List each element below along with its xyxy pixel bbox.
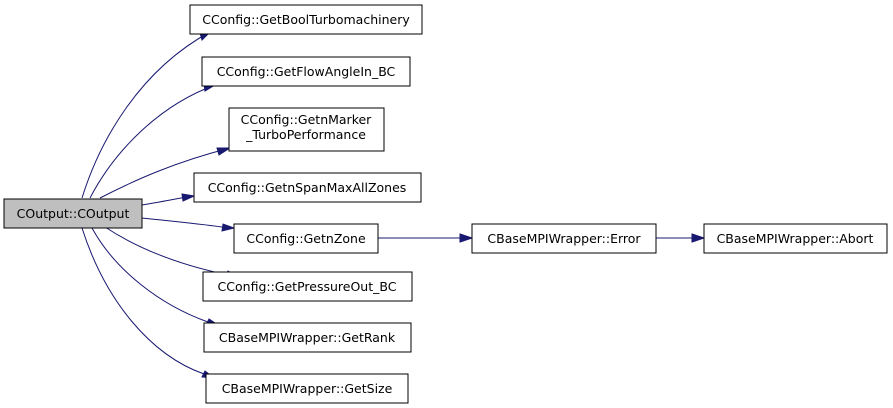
node-get-size[interactable]: CBaseMPIWrapper::GetSize bbox=[205, 373, 409, 404]
call-nodes: COutput::COutput CConfig::GetBoolTurboma… bbox=[3, 4, 888, 404]
node-mpi-abort[interactable]: CBaseMPIWrapper::Abort bbox=[703, 223, 888, 254]
node-get-pressure-out-bc[interactable]: CConfig::GetPressureOut_BC bbox=[202, 271, 413, 302]
node-label: COutput::COutput bbox=[17, 206, 130, 221]
node-label: CConfig::GetFlowAngleIn_BC bbox=[217, 64, 396, 79]
edge-root-to-get-n-zone bbox=[141, 217, 236, 232]
node-get-flow-angle-in-bc[interactable]: CConfig::GetFlowAngleIn_BC bbox=[201, 56, 411, 87]
edge-get-n-zone-to-mpi-error bbox=[378, 233, 474, 243]
edge-mpi-error-to-mpi-abort bbox=[656, 233, 706, 243]
node-label-line-1: CConfig::GetnMarker bbox=[241, 112, 373, 127]
node-get-n-marker-turbo-performance[interactable]: CConfig::GetnMarker _TurboPerformance bbox=[228, 107, 385, 152]
node-get-n-span-max-all-zones[interactable]: CConfig::GetnSpanMaxAllZones bbox=[193, 172, 422, 203]
edge-root-to-get-rank bbox=[91, 227, 220, 326]
node-label: CConfig::GetnSpanMaxAllZones bbox=[208, 180, 407, 195]
node-label: CBaseMPIWrapper::Abort bbox=[717, 231, 874, 246]
node-root-function[interactable]: COutput::COutput bbox=[3, 198, 143, 229]
node-get-bool-turbomachinery[interactable]: CConfig::GetBoolTurbomachinery bbox=[189, 4, 423, 35]
node-mpi-error[interactable]: CBaseMPIWrapper::Error bbox=[471, 223, 657, 254]
edge-root-to-get-n-span-max-all-zones bbox=[141, 193, 196, 206]
node-label-line-2: _TurboPerformance bbox=[245, 127, 366, 142]
node-label: CBaseMPIWrapper::GetSize bbox=[222, 381, 393, 396]
edge-root-to-get-n-marker-turbo-performance bbox=[99, 147, 232, 199]
node-label: CBaseMPIWrapper::GetRank bbox=[219, 330, 396, 345]
node-get-n-zone[interactable]: CConfig::GetnZone bbox=[233, 223, 379, 254]
node-label: CConfig::GetnZone bbox=[246, 231, 366, 246]
node-label: CConfig::GetPressureOut_BC bbox=[218, 279, 397, 294]
edge-root-to-get-bool-turbomachinery bbox=[81, 31, 212, 199]
node-label: CConfig::GetBoolTurbomachinery bbox=[202, 12, 410, 27]
node-label: CBaseMPIWrapper::Error bbox=[487, 231, 641, 246]
node-get-rank[interactable]: CBaseMPIWrapper::GetRank bbox=[203, 322, 412, 353]
